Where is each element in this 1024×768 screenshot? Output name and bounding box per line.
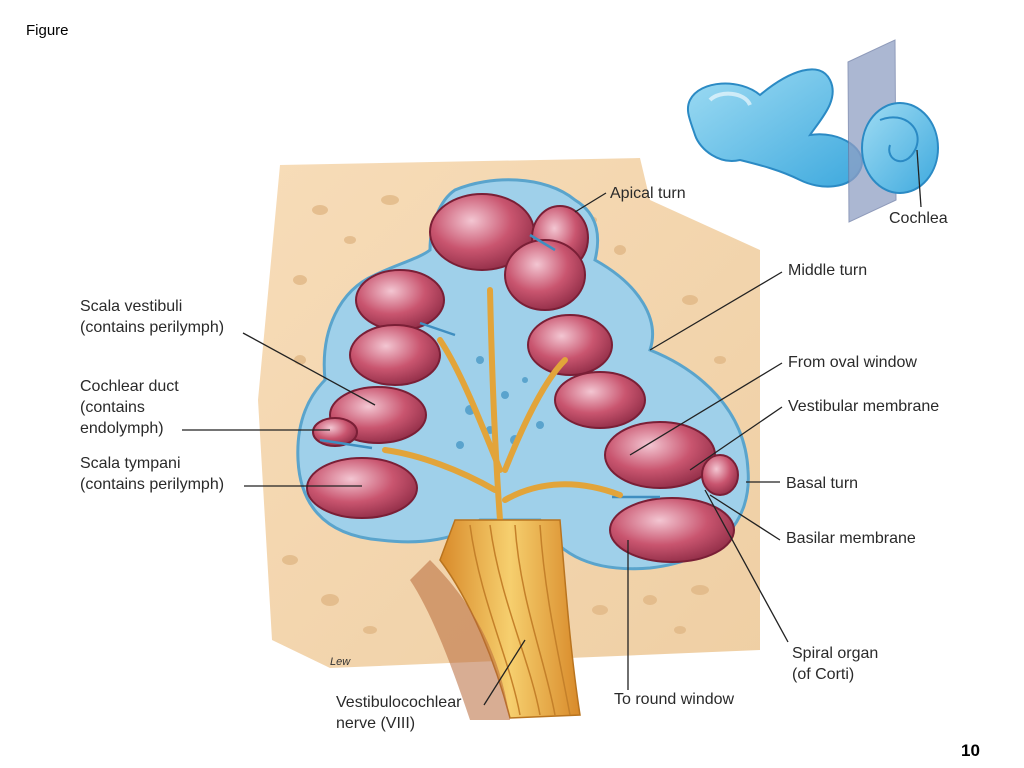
label-from-oval-window: From oval window [788,354,917,371]
label-apical-turn: Apical turn [610,185,686,202]
cochlear-chambers [306,193,739,563]
basal-chamber-right-lower [609,497,735,563]
middle-chamber-right-upper [504,239,586,311]
basal-chamber-right-small [701,454,739,496]
spiral-ganglion [456,356,544,449]
label-cochlea: Cochlea [889,210,948,227]
leader-lines [182,149,922,706]
inner-ear-inset-illustration [686,39,939,223]
middle-chamber-left-lower [349,324,441,386]
inset-cochlea [861,102,939,194]
cochlear-duct-left [312,417,358,447]
label-middle-turn: Middle turn [788,262,868,279]
page-number: 10 [961,741,980,760]
basal-chamber-right-upper [604,421,716,489]
nerve-branches [382,287,623,523]
label-spiral-organ: Spiral organ (of Corti) [792,645,879,683]
middle-chamber-right-bottom [554,371,646,429]
artist-signature: Lew [330,656,351,668]
label-scala-vestibuli: Scala vestibuli (contains perilymph) [80,298,225,336]
nerve-fibers [469,524,571,716]
label-vestibulocochlear-nerve: Vestibulocochlear nerve (VIII) [336,694,462,732]
bony-canal-wall [410,560,510,720]
label-cochlear-duct: Cochlear duct (contains endolymph) [80,378,179,437]
label-vestibular-membrane: Vestibular membrane [788,398,940,415]
page-title: Figure [26,22,69,39]
scala-tympani-left [306,457,418,519]
label-basilar-membrane: Basilar membrane [786,530,916,547]
middle-chamber-left-upper [355,269,445,331]
label-scala-tympani: Scala tympani (contains perilymph) [80,455,225,493]
label-basal-turn: Basal turn [786,475,859,492]
middle-chamber-right-lower [527,314,613,376]
vestibulocochlear-nerve-trunk [439,519,581,719]
label-to-round-window: To round window [614,691,735,708]
